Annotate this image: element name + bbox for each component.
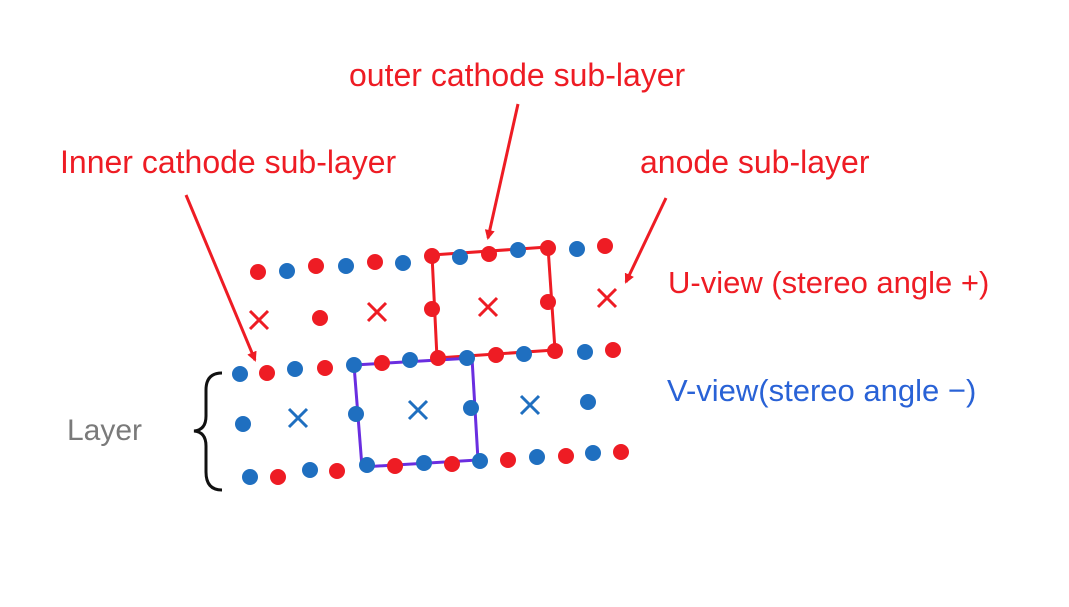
blue-wire-dot xyxy=(235,416,251,432)
blue-anode-cross xyxy=(519,394,541,416)
blue-wire-dot xyxy=(402,352,418,368)
red-anode-cross xyxy=(248,309,270,331)
u-view-label: U-view (stereo angle +) xyxy=(668,265,990,300)
red-wire-dot xyxy=(430,350,446,366)
red-wire-dot xyxy=(387,458,403,474)
blue-wire-dot xyxy=(416,455,432,471)
red-wire-dot xyxy=(250,264,266,280)
wire-positions xyxy=(232,238,629,485)
red-wire-dot xyxy=(308,258,324,274)
blue-wire-dot xyxy=(585,445,601,461)
red-wire-dot xyxy=(374,355,390,371)
red-wire-dot xyxy=(540,240,556,256)
red-wire-dot xyxy=(500,452,516,468)
red-wire-dot xyxy=(317,360,333,376)
red-anode-cross xyxy=(596,287,618,309)
red-wire-dot xyxy=(259,365,275,381)
outer-cathode-arrow xyxy=(484,103,520,240)
red-wire-dot xyxy=(367,254,383,270)
anode-label: anode sub-layer xyxy=(640,144,870,180)
red-anode-cross xyxy=(366,301,388,323)
blue-wire-dot xyxy=(452,249,468,265)
blue-wire-dot xyxy=(338,258,354,274)
layer-label: Layer xyxy=(67,414,143,447)
blue-anode-cross xyxy=(287,407,309,429)
red-wire-dot xyxy=(605,342,621,358)
red-wire-dot xyxy=(424,248,440,264)
red-wire-dot xyxy=(424,301,440,317)
red-wire-dot xyxy=(270,469,286,485)
blue-wire-dot xyxy=(472,453,488,469)
blue-wire-dot xyxy=(510,242,526,258)
blue-anode-cross xyxy=(407,399,429,421)
blue-wire-dot xyxy=(569,241,585,257)
red-wire-dot xyxy=(547,343,563,359)
inner-cathode-label: Inner cathode sub-layer xyxy=(60,144,397,180)
red-wire-dot xyxy=(558,448,574,464)
blue-wire-dot xyxy=(302,462,318,478)
red-wire-dot xyxy=(597,238,613,254)
blue-wire-dot xyxy=(279,263,295,279)
red-wire-dot xyxy=(444,456,460,472)
red-wire-dot xyxy=(488,347,504,363)
blue-wire-dot xyxy=(463,400,479,416)
blue-wire-dot xyxy=(348,406,364,422)
red-wire-dot xyxy=(540,294,556,310)
blue-wire-dot xyxy=(580,394,596,410)
blue-wire-dot xyxy=(359,457,375,473)
blue-wire-dot xyxy=(242,469,258,485)
blue-wire-dot xyxy=(577,344,593,360)
blue-wire-dot xyxy=(346,357,362,373)
red-wire-dot xyxy=(481,246,497,262)
blue-wire-dot xyxy=(529,449,545,465)
blue-wire-dot xyxy=(516,346,532,362)
red-wire-dot xyxy=(329,463,345,479)
layer-brace xyxy=(193,371,223,492)
blue-wire-dot xyxy=(459,350,475,366)
inner-cathode-arrow xyxy=(184,194,257,362)
blue-wire-dot xyxy=(232,366,248,382)
red-anode-cross xyxy=(477,296,499,318)
blue-wire-dot xyxy=(395,255,411,271)
outer-cathode-label: outer cathode sub-layer xyxy=(349,57,686,93)
red-wire-dot xyxy=(613,444,629,460)
anode-arrow xyxy=(624,197,668,284)
red-wire-dot xyxy=(312,310,328,326)
v-view-label: V-view(stereo angle −) xyxy=(667,373,977,408)
blue-wire-dot xyxy=(287,361,303,377)
